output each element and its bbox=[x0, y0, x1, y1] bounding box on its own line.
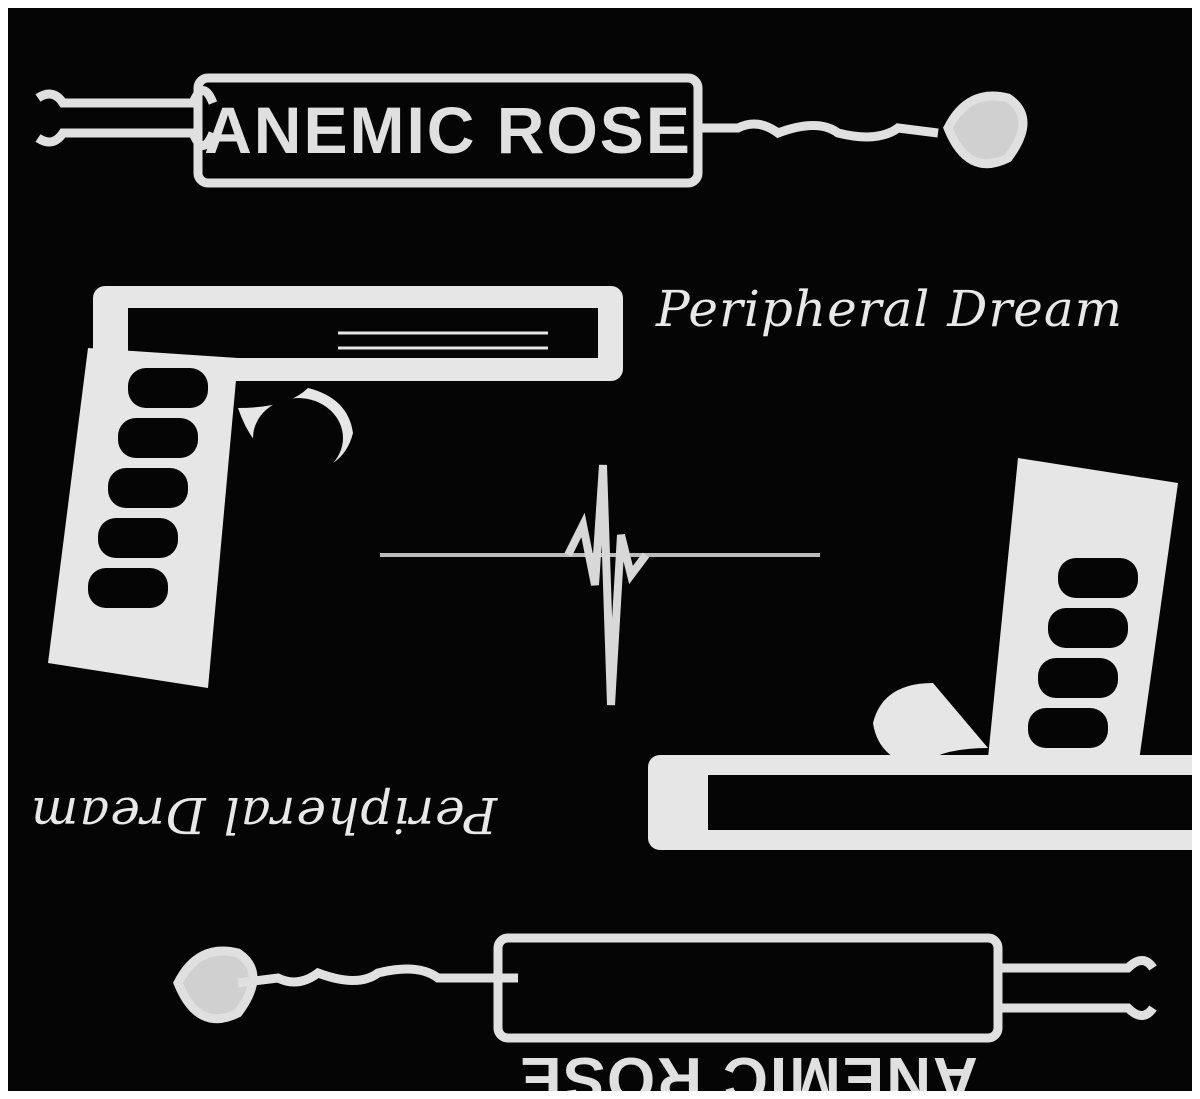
pistol-right bbox=[648, 458, 1192, 850]
rose-icon bbox=[943, 91, 1028, 169]
artwork-background: ANEMIC ROSE bbox=[8, 8, 1192, 1091]
syringe-logo-top bbox=[35, 73, 1028, 188]
rose-stem bbox=[698, 119, 939, 142]
album-title-mirrored: Peripheral Dream bbox=[30, 786, 498, 844]
heartbeat-line bbox=[380, 464, 820, 706]
artwork-graphics: ANEMIC ROSE bbox=[35, 73, 1192, 1091]
album-title: Peripheral Dream bbox=[656, 280, 1124, 338]
logo-anemic-rose-bottom: ANEMIC ROSE bbox=[518, 1044, 977, 1091]
logo-anemic-rose-top: ANEMIC ROSE bbox=[204, 93, 692, 167]
pistol-left bbox=[48, 286, 623, 688]
syringe-logo-bottom bbox=[173, 933, 1157, 1043]
syringe-plunger bbox=[35, 86, 218, 108]
